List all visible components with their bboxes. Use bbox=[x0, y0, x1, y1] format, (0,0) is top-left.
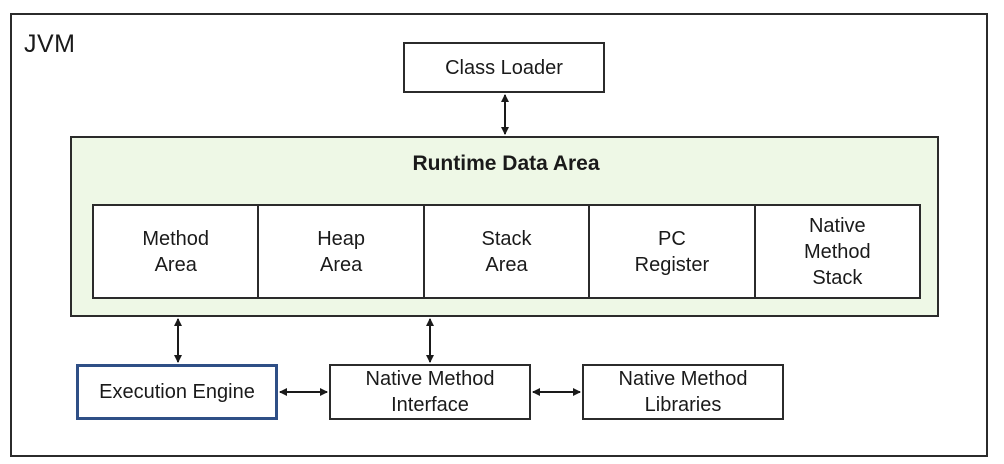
execution-engine-box: Execution Engine bbox=[76, 364, 278, 420]
heap-area-cell: Heap Area bbox=[259, 206, 425, 297]
method-area-cell: Method Area bbox=[94, 206, 260, 297]
native-method-stack-cell: Native Method Stack bbox=[803, 214, 871, 289]
runtime-data-area-title: Runtime Data Area bbox=[412, 152, 600, 175]
native-method-interface-box: Native Method Interface bbox=[329, 364, 531, 420]
class-loader-box: Class Loader bbox=[403, 42, 605, 93]
runtime-areas-row: Method Area Heap Area Stack Area PC Regi… bbox=[92, 204, 921, 299]
stack-area-cell: Stack Area bbox=[425, 206, 591, 297]
pc-register-cell: PC Register bbox=[590, 206, 756, 297]
jvm-label: JVM bbox=[24, 30, 76, 58]
native-method-libraries-box: Native Method Libraries bbox=[582, 364, 784, 420]
